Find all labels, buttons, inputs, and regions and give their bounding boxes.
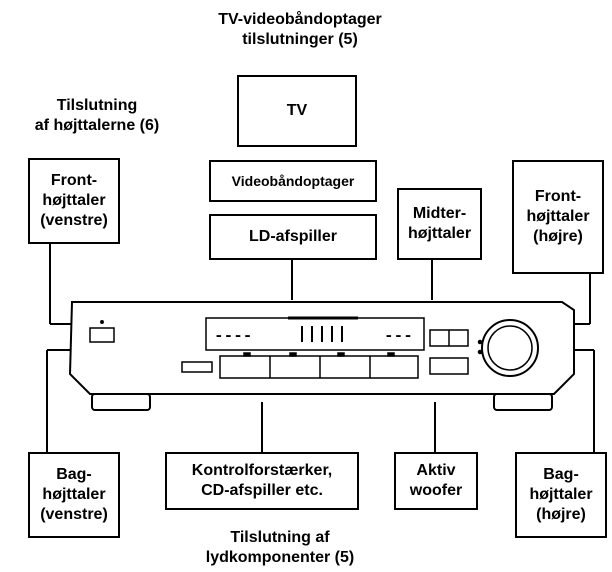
center-speaker-box: Midter- højttaler bbox=[397, 188, 482, 260]
input-buttons bbox=[219, 355, 419, 379]
select-button bbox=[429, 357, 469, 375]
caption-audio: Tilslutning af lydkomponenter (5) bbox=[205, 529, 355, 566]
tv-box: TV bbox=[237, 75, 357, 147]
foot-left bbox=[91, 393, 151, 411]
volume-knob bbox=[481, 319, 539, 377]
caption-tv-video: TV-videobåndoptager tilslutninger (5) bbox=[218, 11, 382, 48]
front-right-speaker-box: Front- højttaler (højre) bbox=[512, 160, 604, 274]
ld-player-box: LD-afspiller bbox=[209, 214, 377, 260]
phones-slot bbox=[181, 361, 213, 373]
active-woofer-box: Aktiv woofer bbox=[394, 452, 478, 510]
av-receiver: ---- --- bbox=[68, 301, 575, 411]
display-bars bbox=[301, 326, 343, 342]
amplifier-cd-box: Kontrolforstærker, CD-afspiller etc. bbox=[165, 452, 359, 510]
front-left-speaker-box: Front- højttaler (venstre) bbox=[28, 158, 120, 244]
receiver-body bbox=[68, 301, 575, 395]
caption-speakers: Tilslutning af højttalerne (6) bbox=[34, 97, 160, 134]
vcr-box: Videobåndoptager bbox=[209, 160, 377, 202]
foot-right bbox=[493, 393, 553, 411]
display-left-dashes: ---- bbox=[214, 327, 252, 345]
display-right-dashes: --- bbox=[384, 327, 413, 345]
power-button bbox=[89, 327, 115, 343]
rear-right-speaker-box: Bag- højttaler (højre) bbox=[515, 452, 607, 538]
rear-left-speaker-box: Bag- højttaler (venstre) bbox=[28, 452, 120, 538]
power-led bbox=[100, 320, 104, 324]
